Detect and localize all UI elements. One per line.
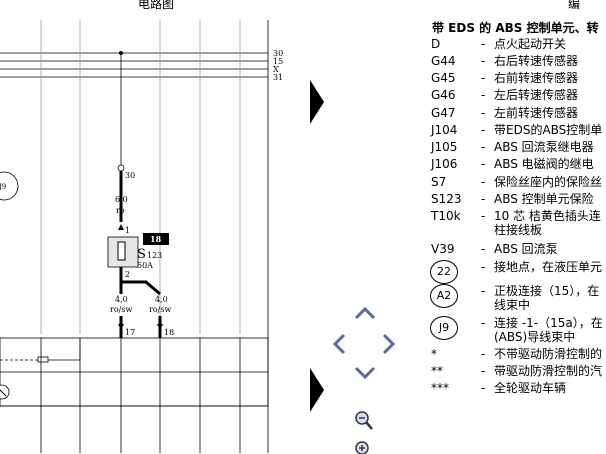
wire-right-size: 4,0 [155, 295, 168, 304]
legend-desc: 带驱动防滑控制的汽 [494, 364, 603, 378]
legend-desc: ABS 控制单元保险 [494, 192, 594, 206]
fuse-pin-in: 1 [125, 226, 130, 235]
legend-code: D [431, 37, 441, 51]
legend-desc: 10 芯 桔黄色插头连 柱接线板 [494, 209, 601, 237]
legend-code: S7 [431, 175, 447, 189]
wire-left-size: 4,0 [115, 295, 128, 304]
fuse-tag: 18 [150, 234, 162, 244]
pan-right-icon[interactable] [382, 333, 396, 355]
wire-top-size: 6,0 [115, 195, 128, 204]
component-j9 [0, 171, 19, 201]
node-label: 30 [125, 171, 135, 180]
bus-label-30: 30 [273, 49, 283, 58]
legend-desc: 右后转速传感器 [494, 54, 579, 68]
fuse-number: 123 [147, 251, 162, 260]
zoom-out-icon[interactable] [354, 410, 374, 432]
fuse-pin-out: 2 [125, 270, 130, 279]
legend-code: G47 [431, 106, 456, 120]
component-j9-label: J9 [0, 183, 6, 191]
zoom-in-icon[interactable] [354, 440, 374, 454]
legend-code: J105 [431, 140, 458, 154]
page-next-arrow-lower-icon[interactable] [310, 368, 324, 412]
wire-left-pin: 17 [125, 328, 135, 337]
connection-circle-a2: A2 [430, 284, 458, 308]
legend-desc: 连接 -1-（15a），在 (ABS)导线束中 [494, 316, 603, 344]
wire-right-pin: 18 [164, 328, 174, 337]
legend-code: J106 [431, 157, 458, 171]
legend-desc: 左前转速传感器 [494, 106, 579, 120]
pan-left-icon[interactable] [332, 333, 346, 355]
wire-left-color: ro/sw [110, 305, 132, 314]
legend-circle-item: A2-正极连接（15），在 线束中 [428, 284, 606, 314]
pan-up-icon[interactable] [354, 306, 376, 320]
legend-circle-item: J9-连接 -1-（15a），在 (ABS)导线束中 [428, 316, 606, 346]
legend-desc: ABS 回流泵 [494, 242, 558, 256]
legend-desc: 点火起动开关 [494, 37, 567, 51]
legend-code: T10k [431, 209, 461, 223]
legend-circle-item: 22-接地点，在液压单元 [428, 260, 606, 288]
legend-code: G44 [431, 54, 456, 68]
legend-code: *** [431, 381, 449, 395]
connection-circle-j9: J9 [430, 316, 458, 340]
wire-right-color: ro/sw [149, 305, 171, 314]
legend-code: V39 [431, 242, 455, 256]
diagram-header-title: 电路图 [138, 0, 175, 11]
legend-desc: 左后转速传感器 [494, 88, 579, 102]
wire-top-color: ro [116, 206, 125, 215]
legend-desc: 带EDS的ABS控制单 [494, 123, 603, 137]
legend-desc: ABS 回流泵继电器 [494, 140, 594, 154]
legend-header-title: 编 [568, 0, 581, 11]
legend-title: 带 EDS 的 ABS 控制单元、转 [432, 21, 599, 35]
page-next-arrow-icon[interactable] [310, 80, 324, 124]
ground-symbol-icon [0, 384, 10, 400]
legend-desc: 右前转速传感器 [494, 71, 579, 85]
legend-code: * [431, 347, 437, 361]
fuse-code: S [137, 247, 146, 262]
wiring-diagram: 30 15 X 31 30 J9 6,0 ro 1 S 123 50A 18 2… [0, 20, 283, 453]
legend-desc: 正极连接（15），在 线束中 [494, 284, 600, 312]
fuse-rating: 50A [137, 261, 153, 270]
legend-desc: 不带驱动防滑控制的 [494, 347, 603, 361]
legend-panel: 带 EDS 的 ABS 控制单元、转 D-点火起动开关 G44-右后转速传感器 … [428, 0, 606, 453]
legend-code: S123 [431, 192, 462, 206]
legend-code: G46 [431, 88, 456, 102]
fuse-icon [117, 241, 126, 261]
legend-code: ** [431, 364, 443, 378]
legend-desc: 保险丝座内的保险丝 [494, 175, 603, 189]
ground-point-circle: 22 [430, 260, 458, 284]
bus-label-x: X [273, 65, 279, 74]
legend-code: G45 [431, 71, 456, 85]
bus-label-15: 15 [273, 57, 283, 66]
legend-desc: 接地点，在液压单元 [494, 260, 603, 274]
legend-desc: ABS 电磁阀的继电 [494, 157, 594, 171]
bus-label-31: 31 [273, 73, 283, 82]
legend-desc: 全轮驱动车辆 [494, 381, 567, 395]
legend-code: J104 [431, 123, 458, 137]
pan-down-icon[interactable] [354, 366, 376, 380]
